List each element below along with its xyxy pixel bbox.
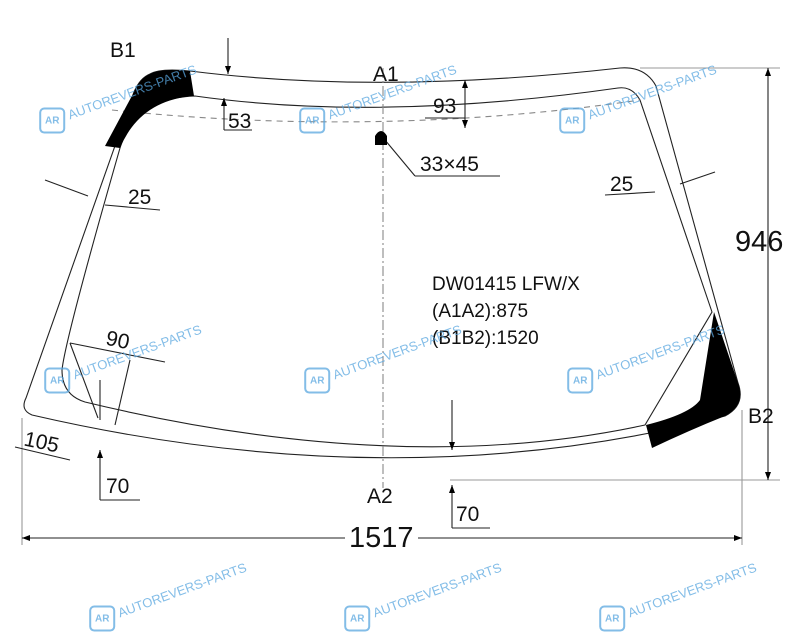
black-band-bottom-right: [646, 312, 741, 448]
dim-sensor: 33×45: [420, 153, 479, 176]
point-b2-label: B2: [748, 405, 774, 428]
inner-contour: [61, 87, 713, 448]
dim-top-center: 93: [433, 95, 457, 118]
part-code: DW01415 LFW/X: [432, 274, 580, 295]
dim-left-side: 25: [128, 186, 152, 209]
watermark-logo-icon: AR: [344, 605, 371, 632]
windshield-drawing: [14, 38, 780, 545]
dim-right-side: 25: [610, 173, 634, 196]
dim-bottom-center: 70: [456, 503, 480, 526]
sensor-pad: [375, 131, 387, 145]
watermark-logo-icon: AR: [89, 605, 116, 632]
watermark-logo-icon: AR: [304, 367, 331, 394]
point-a2-label: A2: [367, 485, 393, 508]
watermark-logo-icon: AR: [567, 367, 594, 394]
point-a1-label: A1: [373, 63, 399, 86]
watermark-logo-icon: AR: [39, 107, 66, 134]
point-b1-label: B1: [110, 39, 136, 62]
watermark-logo-icon: AR: [599, 605, 626, 632]
watermark-logo-icon: AR: [559, 107, 586, 134]
black-band-top-left: [105, 70, 194, 148]
sensor-line: [111, 99, 641, 123]
watermark-logo-icon: AR: [44, 367, 71, 394]
a1a2-length: (A1A2):875: [432, 301, 529, 322]
watermark-logo-icon: AR: [299, 107, 326, 134]
dimension-arrowheads: [22, 66, 771, 541]
dim-height: 946: [735, 226, 784, 258]
dim-width: 1517: [345, 524, 418, 553]
dim-bottom-left: 70: [106, 475, 130, 498]
dim-top-band: 53: [228, 110, 252, 133]
b1b2-length: (B1B2):1520: [432, 328, 539, 349]
